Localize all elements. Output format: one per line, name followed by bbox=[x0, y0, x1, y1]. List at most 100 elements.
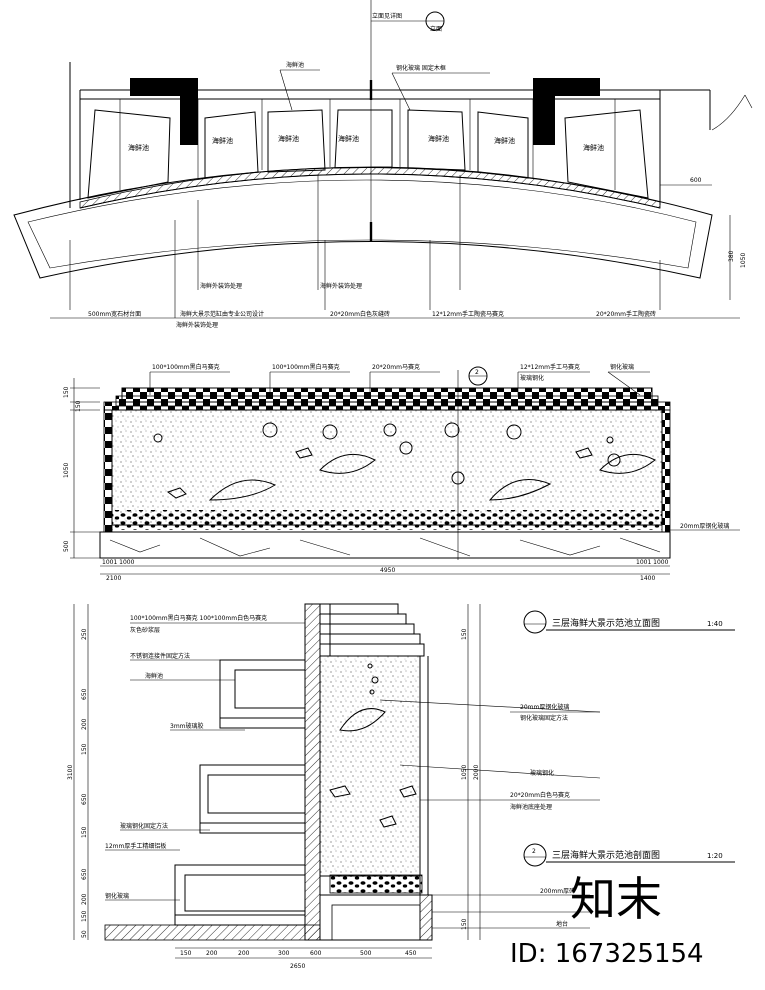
elev-right-label: 20mm厚钢化玻璃 bbox=[680, 522, 729, 530]
top-note-leader bbox=[279, 69, 293, 111]
section-bottom-dim: 200 bbox=[206, 950, 218, 957]
plan-column-right bbox=[533, 78, 600, 145]
section-dim: 250 bbox=[81, 628, 88, 640]
plan-label: 海鲜外装饰处理 bbox=[200, 282, 242, 290]
counter-glass-band bbox=[79, 166, 661, 209]
elev-scale: 1:40 bbox=[707, 620, 723, 628]
section-right-label: 玻璃钢化 bbox=[530, 769, 554, 777]
plan-label: 海鲜外装饰处理 bbox=[320, 282, 362, 290]
section-dim: 150 bbox=[81, 826, 88, 838]
section-title: 三层海鲜大景示范池剖面图 bbox=[552, 849, 660, 861]
section-callout-sheet: 立面 bbox=[430, 25, 442, 33]
section-left-label: 玻璃钢化固定方法 bbox=[120, 822, 168, 830]
elev-top-label: 20*20mm马赛克 bbox=[372, 363, 420, 371]
tank-label: 海鲜池 bbox=[212, 136, 233, 145]
section-top-note: 100*100mm黑白马赛克 100*100mm白色马赛克 bbox=[130, 614, 267, 622]
watermark: 知末 ID: 167325154 bbox=[510, 872, 704, 969]
section-left-label: 钢化玻璃 bbox=[105, 892, 129, 900]
section-dim: 650 bbox=[81, 868, 88, 880]
section-left-leaders bbox=[105, 659, 245, 901]
section-bottom-dim: 300 bbox=[278, 950, 290, 957]
section-title-callout: 2 bbox=[532, 848, 536, 855]
elev-callout-label: 2 bbox=[475, 369, 479, 376]
elev-fish bbox=[166, 447, 656, 501]
section-left-label: 海鲜池 bbox=[145, 672, 163, 680]
section-fish bbox=[329, 663, 417, 828]
counter-inner bbox=[27, 179, 697, 269]
section-bottom-dim: 150 bbox=[180, 950, 192, 957]
section-right-dim: 1050 bbox=[461, 765, 468, 780]
section-right-dim: 150 bbox=[461, 628, 468, 640]
section-callout-label: 立面见详图 bbox=[372, 12, 402, 20]
elev-top-label: 12*12mm手工马赛克 bbox=[520, 363, 580, 371]
section-top-note-2: 灰色砂浆层 bbox=[130, 626, 160, 634]
tank-label: 海鲜池 bbox=[494, 136, 515, 145]
section-right-label: 海鲜池底座处理 bbox=[510, 803, 552, 811]
elev-tank-pebbles bbox=[112, 510, 662, 530]
section-right-dim: 2000 bbox=[473, 765, 480, 780]
dim-380: 380 bbox=[728, 250, 735, 262]
section-left-label: 不锈钢连接件固定方法 bbox=[130, 652, 190, 660]
counter-outer bbox=[13, 167, 713, 279]
section-dim: 150 bbox=[81, 743, 88, 755]
elev-top-label: 钢化玻璃 bbox=[610, 363, 634, 371]
section-bottom-dim: 200 bbox=[238, 950, 250, 957]
top-note-left: 海鲜池 bbox=[286, 61, 304, 69]
elevation-view: 100*100mm黑白马赛克 100*100mm黑白马赛克 20*20mm马赛克… bbox=[63, 363, 740, 634]
section-tank bbox=[319, 655, 421, 877]
plan-label: 12*12mm手工陶瓷马赛克 bbox=[432, 310, 504, 318]
elev-title: 三层海鲜大景示范池立面图 bbox=[552, 617, 660, 629]
section-right-leaders bbox=[379, 699, 601, 929]
elev-bubbles bbox=[153, 422, 621, 485]
elev-bottom-dim: 1001 1000 bbox=[636, 559, 669, 566]
top-note-right: 钢化玻璃 固定木框 bbox=[396, 64, 446, 72]
section-right-label: 钢化玻璃固定方法 bbox=[520, 714, 568, 722]
elev-floor-slab bbox=[99, 531, 671, 559]
section-dim: 150 bbox=[81, 910, 88, 922]
watermark-id: ID: 167325154 bbox=[510, 939, 704, 969]
section-dim-total: 3100 bbox=[67, 765, 74, 780]
section-title-circle bbox=[523, 843, 547, 867]
section-right-label: 地台 bbox=[556, 920, 568, 928]
tank-label: 海鲜池 bbox=[278, 134, 299, 143]
section-tank-pebbles bbox=[329, 874, 423, 894]
tank-label: 海鲜池 bbox=[583, 143, 604, 152]
section-shelves bbox=[174, 659, 306, 926]
elev-bottom-dim: 4950 bbox=[380, 567, 395, 574]
tank-label: 海鲜池 bbox=[428, 134, 449, 143]
elev-dim: 150 bbox=[75, 400, 82, 412]
section-scale: 1:20 bbox=[707, 852, 723, 860]
section-right-label: 20mm厚钢化玻璃 bbox=[520, 703, 569, 711]
section-bottom-dim: 450 bbox=[405, 950, 417, 957]
section-dim: 200 bbox=[81, 893, 88, 905]
elev-floor-veins bbox=[109, 537, 661, 557]
plan-partitions bbox=[119, 99, 616, 190]
mosaic-band-low bbox=[103, 401, 671, 411]
plan-column-left bbox=[130, 78, 198, 145]
plan-tank-labels: 海鲜池 海鲜池 海鲜池 海鲜池 海鲜池 海鲜池 海鲜池 bbox=[128, 134, 604, 152]
section-right-dim: 150 bbox=[461, 918, 468, 930]
tank-label: 海鲜池 bbox=[338, 134, 359, 143]
section-base-front bbox=[419, 894, 433, 941]
plan-door-swing bbox=[711, 94, 746, 131]
elev-bottom-dim: 1400 bbox=[640, 575, 655, 582]
section-right-label: 200mm厚砖 bbox=[540, 887, 575, 895]
plan-bottom-labels: 500mm宽石材台面 海鲜外装饰处理 海鲜大景示范缸由专业公司设计 海鲜外装饰处… bbox=[88, 282, 656, 329]
watermark-logo: 知末 bbox=[570, 872, 662, 926]
section-base-inner bbox=[331, 904, 421, 941]
section-floor-left bbox=[104, 924, 321, 941]
dim-1050: 1050 bbox=[740, 253, 747, 268]
section-left-label: 12mm厚手工精细铝板 bbox=[105, 842, 166, 850]
mosaic-side-left bbox=[103, 409, 113, 533]
elev-bottom-dim: 2100 bbox=[106, 575, 121, 582]
plan-label: 20*20mm手工陶瓷砖 bbox=[596, 310, 656, 318]
elev-top-label: 玻璃钢化 bbox=[520, 374, 544, 382]
plan-door-leaf bbox=[744, 94, 753, 109]
elev-bottom-dim: 1001 1000 bbox=[102, 559, 135, 566]
elev-top-label: 100*100mm黑白马赛克 bbox=[152, 363, 220, 371]
mosaic-side-right bbox=[661, 409, 671, 533]
section-left-label: 3mm玻璃胶 bbox=[170, 722, 204, 730]
elev-dim: 150 bbox=[63, 386, 70, 398]
section-view: 100*100mm黑白马赛克 100*100mm白色马赛克 灰色砂浆层 bbox=[67, 603, 735, 970]
